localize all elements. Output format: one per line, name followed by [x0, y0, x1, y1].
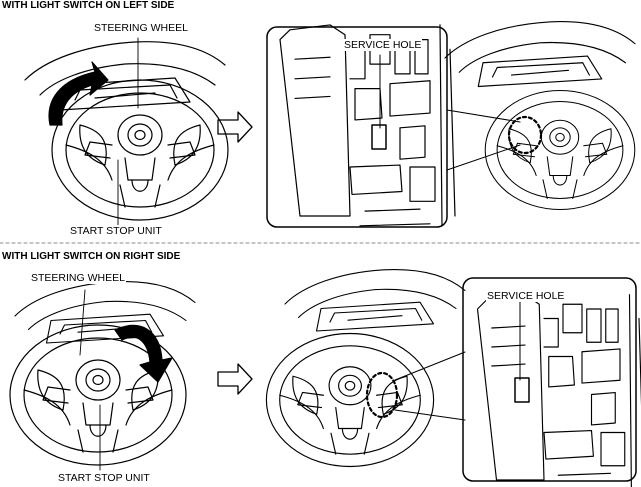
service-hole-marker	[507, 115, 543, 155]
bottom-section-heading: WITH LIGHT SWITCH ON RIGHT SIDE	[2, 251, 181, 262]
rotation-arrow	[114, 324, 173, 383]
bottom-middle-steering-wheel	[265, 332, 435, 468]
start-stop-unit-label: START STOP UNIT	[57, 472, 151, 484]
bottom-middle-dashboard	[284, 268, 466, 332]
top-right-steering-wheel	[484, 89, 636, 211]
next-step-arrow	[217, 363, 253, 395]
bottom-left-dashboard	[14, 280, 196, 344]
service-hole-marker	[365, 371, 399, 419]
top-section-heading: WITH LIGHT SWITCH ON LEFT SIDE	[2, 0, 175, 11]
top-left-steering-wheel	[51, 79, 229, 221]
service-hole-label: SERVICE HOLE	[343, 39, 423, 51]
steering-wheel-label: STEERING WHEEL	[93, 22, 189, 34]
top-detail-box	[266, 24, 456, 228]
bottom-detail-box	[462, 277, 641, 487]
service-hole-label: SERVICE HOLE	[486, 290, 566, 302]
top-right-dashboard	[444, 21, 636, 88]
steering-wheel-label: STEERING WHEEL	[30, 272, 126, 284]
start-stop-unit-label: START STOP UNIT	[69, 225, 163, 237]
next-step-arrow	[217, 111, 253, 143]
rotation-arrow	[48, 61, 109, 126]
